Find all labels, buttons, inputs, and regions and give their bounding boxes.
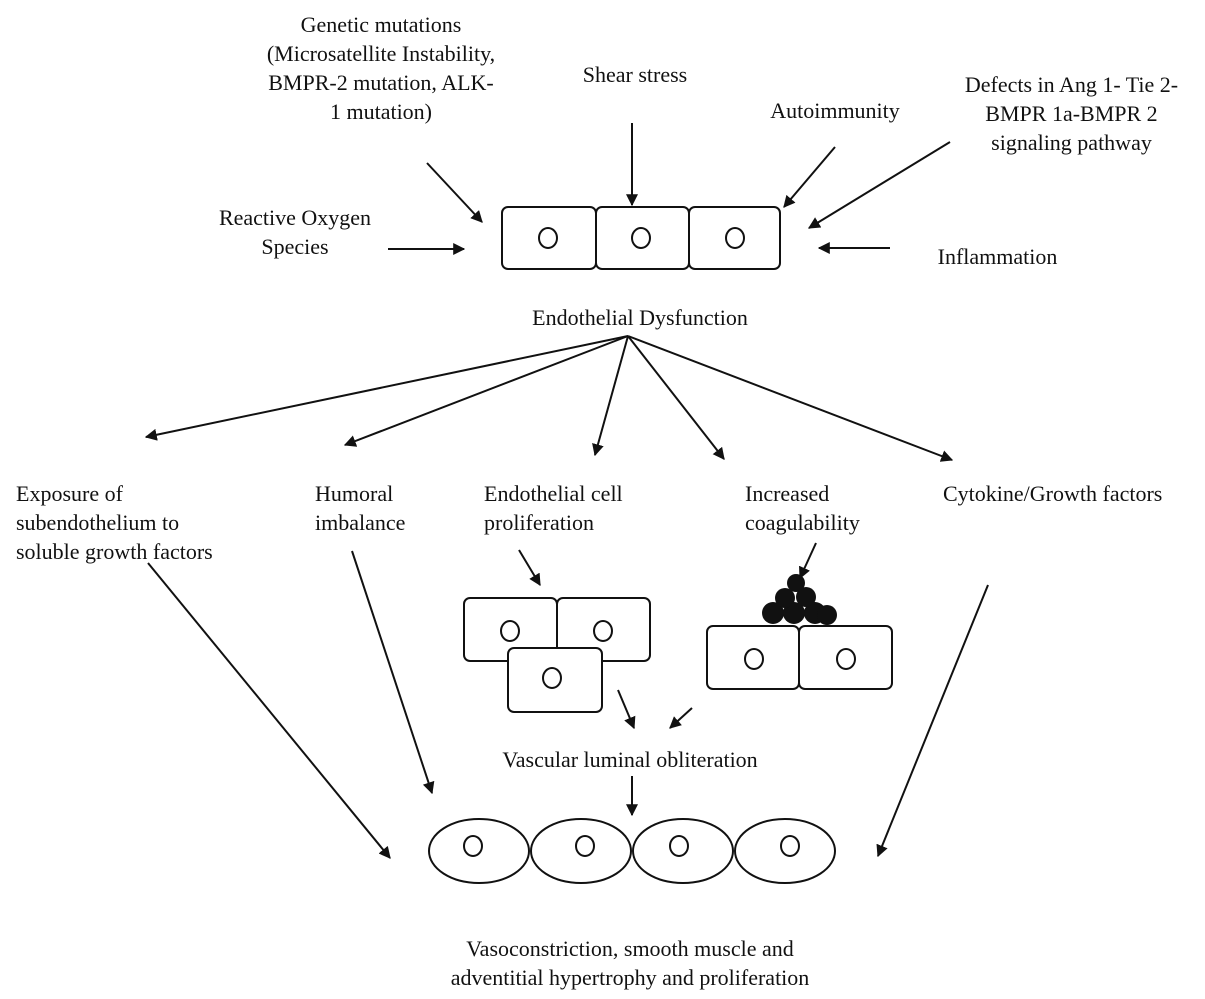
label-inflammation: Inflammation bbox=[937, 244, 1058, 269]
arrow-humoral-to-muscle bbox=[351, 550, 435, 795]
arrow-to-cytokine bbox=[627, 335, 954, 462]
cell-nucleus bbox=[780, 835, 800, 857]
arrow-exposure-to-muscle bbox=[147, 562, 391, 859]
label-genetic-mutations: Genetic mutations (Microsatellite Instab… bbox=[266, 12, 496, 124]
label-vascular-luminal-obliteration: Vascular luminal obliteration bbox=[502, 747, 758, 772]
arrow-coagulation-to-obliteration bbox=[669, 707, 693, 729]
arrow-genetic bbox=[426, 162, 483, 223]
arrow-to-coagulability bbox=[627, 335, 725, 460]
cell-nucleus bbox=[575, 835, 595, 857]
arrow-signaling-defects bbox=[807, 141, 951, 229]
coagulation-cells bbox=[706, 625, 893, 690]
cell-nucleus bbox=[725, 227, 745, 249]
label-vasoconstriction-outcome: Vasoconstriction, smooth muscle and adve… bbox=[450, 936, 810, 990]
label-endothelial-dysfunction: Endothelial Dysfunction bbox=[532, 305, 748, 330]
cause-arrows bbox=[388, 123, 951, 255]
label-humoral-imbalance: Humoral imbalance bbox=[315, 481, 406, 535]
dysfunction-arrows bbox=[144, 335, 954, 462]
arrow-to-clot bbox=[799, 542, 817, 580]
proliferating-cells bbox=[463, 597, 651, 713]
cell-nucleus bbox=[836, 648, 856, 670]
arrow-to-humoral bbox=[343, 335, 629, 447]
arrow-to-exposure bbox=[144, 335, 629, 441]
arrow-to-proliferating-cells bbox=[518, 549, 541, 587]
arrow-autoimmunity bbox=[783, 146, 836, 208]
arrow-proliferation-to-obliteration bbox=[617, 689, 636, 730]
arrow-cytokine-to-muscle bbox=[876, 584, 989, 858]
label-signaling-defects: Defects in Ang 1- Tie 2- BMPR 1a-BMPR 2 … bbox=[964, 72, 1179, 155]
cell-nucleus bbox=[538, 227, 558, 249]
label-increased-coagulability: Increased coagulability bbox=[745, 481, 860, 535]
cell-nucleus bbox=[669, 835, 689, 857]
cell-nucleus bbox=[744, 648, 764, 670]
smooth-muscle-cells bbox=[428, 818, 836, 884]
label-cytokine-growth-factors: Cytokine/Growth factors bbox=[943, 481, 1163, 506]
outcome-arrows bbox=[147, 542, 989, 859]
endothelial-cell-row bbox=[501, 206, 781, 270]
label-reactive-oxygen-species: Reactive Oxygen Species bbox=[218, 205, 372, 259]
cell-nucleus bbox=[463, 835, 483, 857]
cell-nucleus bbox=[542, 667, 562, 689]
label-shear-stress: Shear stress bbox=[582, 62, 688, 87]
cell-nucleus bbox=[631, 227, 651, 249]
label-exposure-of-subendothelium: Exposure of subendothelium to soluble gr… bbox=[16, 481, 213, 564]
arrow-to-proliferation bbox=[592, 335, 629, 457]
label-endothelial-cell-proliferation: Endothelial cell proliferation bbox=[484, 481, 623, 535]
blood-clot bbox=[762, 574, 837, 625]
cell-nucleus bbox=[500, 620, 520, 642]
label-autoimmunity: Autoimmunity bbox=[770, 98, 900, 123]
cell-nucleus bbox=[593, 620, 613, 642]
